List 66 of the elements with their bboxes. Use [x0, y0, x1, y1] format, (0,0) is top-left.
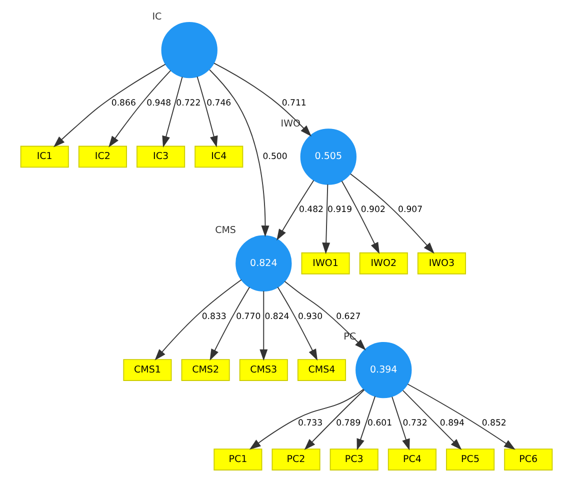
arrow	[162, 76, 183, 148]
edge-label: 0.601	[368, 418, 392, 428]
edge-label: 0.789	[336, 418, 361, 428]
edge-label: 0.948	[146, 98, 172, 108]
edge-label: 0.732	[402, 418, 428, 428]
arrow	[284, 280, 366, 350]
arrow	[209, 69, 270, 238]
edge-label: 0.627	[336, 312, 361, 322]
edge-label: 0.930	[298, 312, 323, 322]
node-box: IC1	[20, 146, 69, 168]
node-label: IC	[152, 12, 162, 23]
node-label: CMS	[215, 224, 236, 236]
edge-label: 0.722	[176, 98, 201, 108]
arrow	[53, 64, 166, 148]
node-box: IC2	[78, 146, 127, 168]
arrow	[341, 180, 380, 254]
edge-label: 0.902	[360, 205, 386, 216]
edge-label: 0.894	[440, 418, 464, 428]
edge-label: 0.500	[262, 152, 288, 162]
arrow	[276, 180, 314, 240]
edge-label: 0.852	[482, 418, 506, 428]
arrow	[249, 388, 364, 450]
node-box: PC5	[446, 448, 495, 470]
node-box: CMS2	[181, 359, 230, 381]
arrow	[196, 76, 218, 148]
edge-label: 0.770	[236, 312, 261, 322]
node-box: IWO3	[417, 252, 466, 274]
node-box: IWO1	[301, 252, 350, 274]
arrow	[260, 290, 268, 361]
node-box: IWO2	[359, 252, 408, 274]
edge-label: 0.866	[111, 98, 136, 108]
node-box: PC1	[214, 448, 262, 470]
edge-label: 0.919	[328, 205, 352, 216]
edge-label: 0.482	[299, 205, 324, 216]
arrow	[214, 62, 312, 136]
node-box: IC3	[136, 146, 186, 168]
arrow	[402, 390, 462, 450]
node-box: PC4	[388, 448, 436, 470]
arrow	[356, 396, 376, 450]
edge-label: 0.824	[264, 312, 290, 322]
arrow	[154, 279, 242, 360]
edge-label: 0.833	[202, 312, 226, 322]
node-box: CMS1	[123, 359, 172, 381]
node-box: CMS4	[297, 359, 346, 381]
node-circle: 0.505	[300, 128, 356, 185]
arrow	[304, 389, 365, 450]
edge-label: 0.711	[282, 98, 306, 108]
node-circle: 0.824	[236, 235, 292, 292]
arrow	[210, 286, 250, 361]
node-box: PC3	[330, 448, 378, 470]
edge-label: 0.733	[298, 418, 323, 428]
node-box: IC4	[194, 146, 244, 168]
arrow	[322, 184, 330, 254]
node-circle: 0.394	[356, 342, 412, 398]
node-box: PC2	[272, 448, 320, 470]
arrow	[277, 286, 318, 361]
arrow	[350, 173, 434, 254]
arrow	[407, 384, 516, 450]
node-circle	[161, 22, 218, 78]
edge-label: 0.907	[398, 205, 423, 216]
node-box: PC6	[504, 448, 553, 470]
node-box: CMS3	[239, 359, 288, 381]
arrow	[108, 70, 172, 148]
edge-label: 0.746	[206, 98, 232, 108]
node-label: IWO	[280, 118, 301, 130]
arrow	[392, 396, 410, 450]
